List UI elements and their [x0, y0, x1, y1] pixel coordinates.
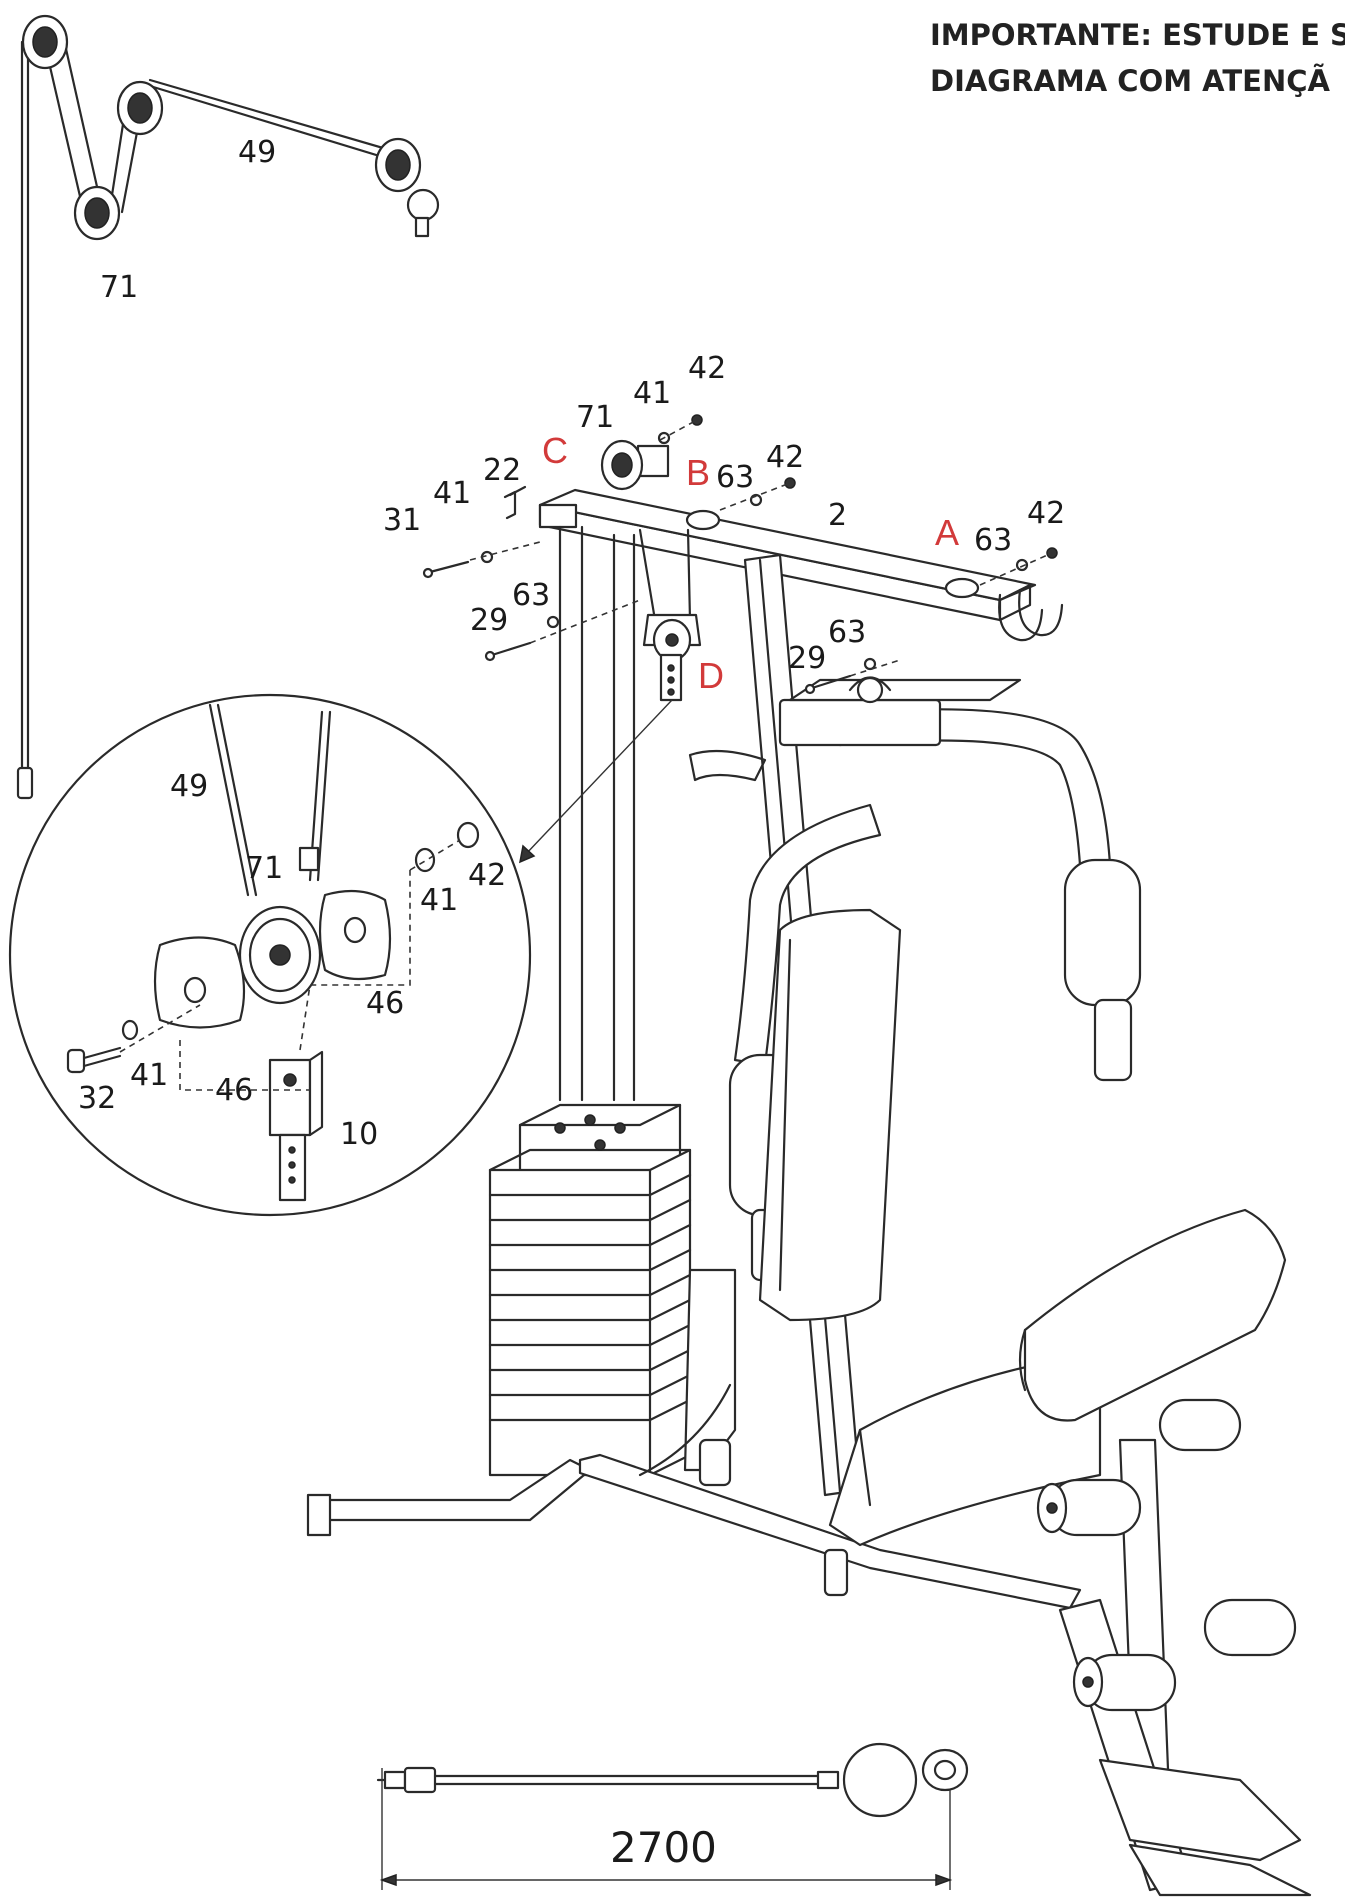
label-31: 31: [383, 503, 421, 538]
label-2: 2: [828, 498, 847, 533]
bolt-32-icon: [66, 1046, 122, 1074]
weight-stack: [488, 1103, 692, 1477]
pec-deck-pivot: [688, 676, 1022, 782]
floating-pulley-d: [642, 613, 702, 702]
cable-end-fitting-icon: [16, 766, 34, 800]
label-46: 46: [366, 986, 404, 1021]
cable-length-label: 2700: [610, 1823, 717, 1872]
bolt-31-icon: [422, 560, 470, 579]
label-22: 22: [483, 453, 521, 488]
label-41: 41: [433, 476, 471, 511]
label-41: 41: [633, 376, 671, 411]
label-63: 63: [974, 523, 1012, 558]
cable-ball-stop-icon: [842, 1742, 969, 1818]
detail-dash-lines: [119, 839, 461, 1091]
cable-to-floating-pulley: [638, 528, 692, 622]
label-49-cable: 49: [238, 135, 276, 170]
important-note: IMPORTANTE: ESTUDE E S DIAGRAMA COM ATEN…: [930, 12, 1345, 104]
nut-42-icon: [456, 821, 480, 849]
label-63: 63: [512, 578, 550, 613]
note-line-2: DIAGRAMA COM ATENÇÃ: [930, 64, 1330, 98]
label-10: 10: [340, 1117, 378, 1152]
label-63: 63: [828, 615, 866, 650]
cable-ball-stop-icon: [406, 188, 440, 238]
note-line-1: IMPORTANTE: ESTUDE E S: [930, 18, 1345, 52]
label-29: 29: [788, 641, 826, 676]
pulley-a: [944, 577, 980, 599]
guide-rods: [558, 525, 636, 1102]
base-frame: [306, 1268, 1082, 1610]
label-41: 41: [130, 1058, 168, 1093]
label-71: 71: [245, 851, 283, 886]
pulley-icon: [21, 14, 422, 241]
bracket-10-icon: [268, 1050, 324, 1202]
label-42: 42: [1027, 496, 1065, 531]
cable-49-path: [20, 38, 392, 787]
bracket-22-icon: [503, 485, 527, 520]
leader-arrow-d-to-detail: [519, 699, 673, 864]
bolt-29-icon: [804, 674, 852, 695]
label-29: 29: [470, 603, 508, 638]
gym-machine-frame: [306, 439, 1312, 1897]
pulley-71-top: [600, 439, 670, 491]
preacher-pad: [1018, 1208, 1287, 1422]
label-71: 71: [576, 400, 614, 435]
floating-pulley-detail-circle: 49 71 41 42 46 41 32 46 10: [8, 693, 532, 1217]
label-71-pulley: 71: [100, 270, 138, 305]
label-42: 42: [766, 440, 804, 475]
washer-41-icon: [121, 847, 436, 1041]
pec-deck-arm-right: [828, 708, 1142, 1082]
label-49: 49: [170, 769, 208, 804]
exploded-hardware: [422, 414, 1058, 864]
assembly-dash-lines: [469, 419, 1053, 677]
letter-d: D: [698, 655, 724, 696]
cable-length-detail: 2700: [376, 1742, 969, 1890]
leg-developer: [1036, 1398, 1312, 1897]
letter-a: A: [935, 512, 959, 553]
cable-routing-detail: 49 71: [16, 14, 440, 800]
back-pad: [758, 908, 902, 1322]
letter-c: C: [542, 430, 568, 471]
pulley-b: [685, 509, 721, 531]
cable-end-fitting-icon: [376, 1766, 437, 1794]
hook-icon: [998, 588, 1064, 642]
label-42: 42: [468, 858, 506, 893]
clip-icon: [298, 846, 320, 872]
bolt-29-icon: [484, 641, 532, 662]
dimension-line: [379, 1768, 953, 1890]
letter-b: B: [686, 452, 710, 493]
label-46: 46: [215, 1073, 253, 1108]
label-32: 32: [78, 1081, 116, 1116]
side-plate-46-icon: [153, 889, 392, 1029]
pulley-71-detail: [238, 905, 322, 1005]
label-41: 41: [420, 883, 458, 918]
main-callouts: 31 41 22 C 71 41 42 B 63 42 2 A 63 42 29…: [383, 351, 1065, 696]
label-63: 63: [716, 460, 754, 495]
seat-pad: [828, 1358, 1102, 1547]
label-42: 42: [688, 351, 726, 386]
